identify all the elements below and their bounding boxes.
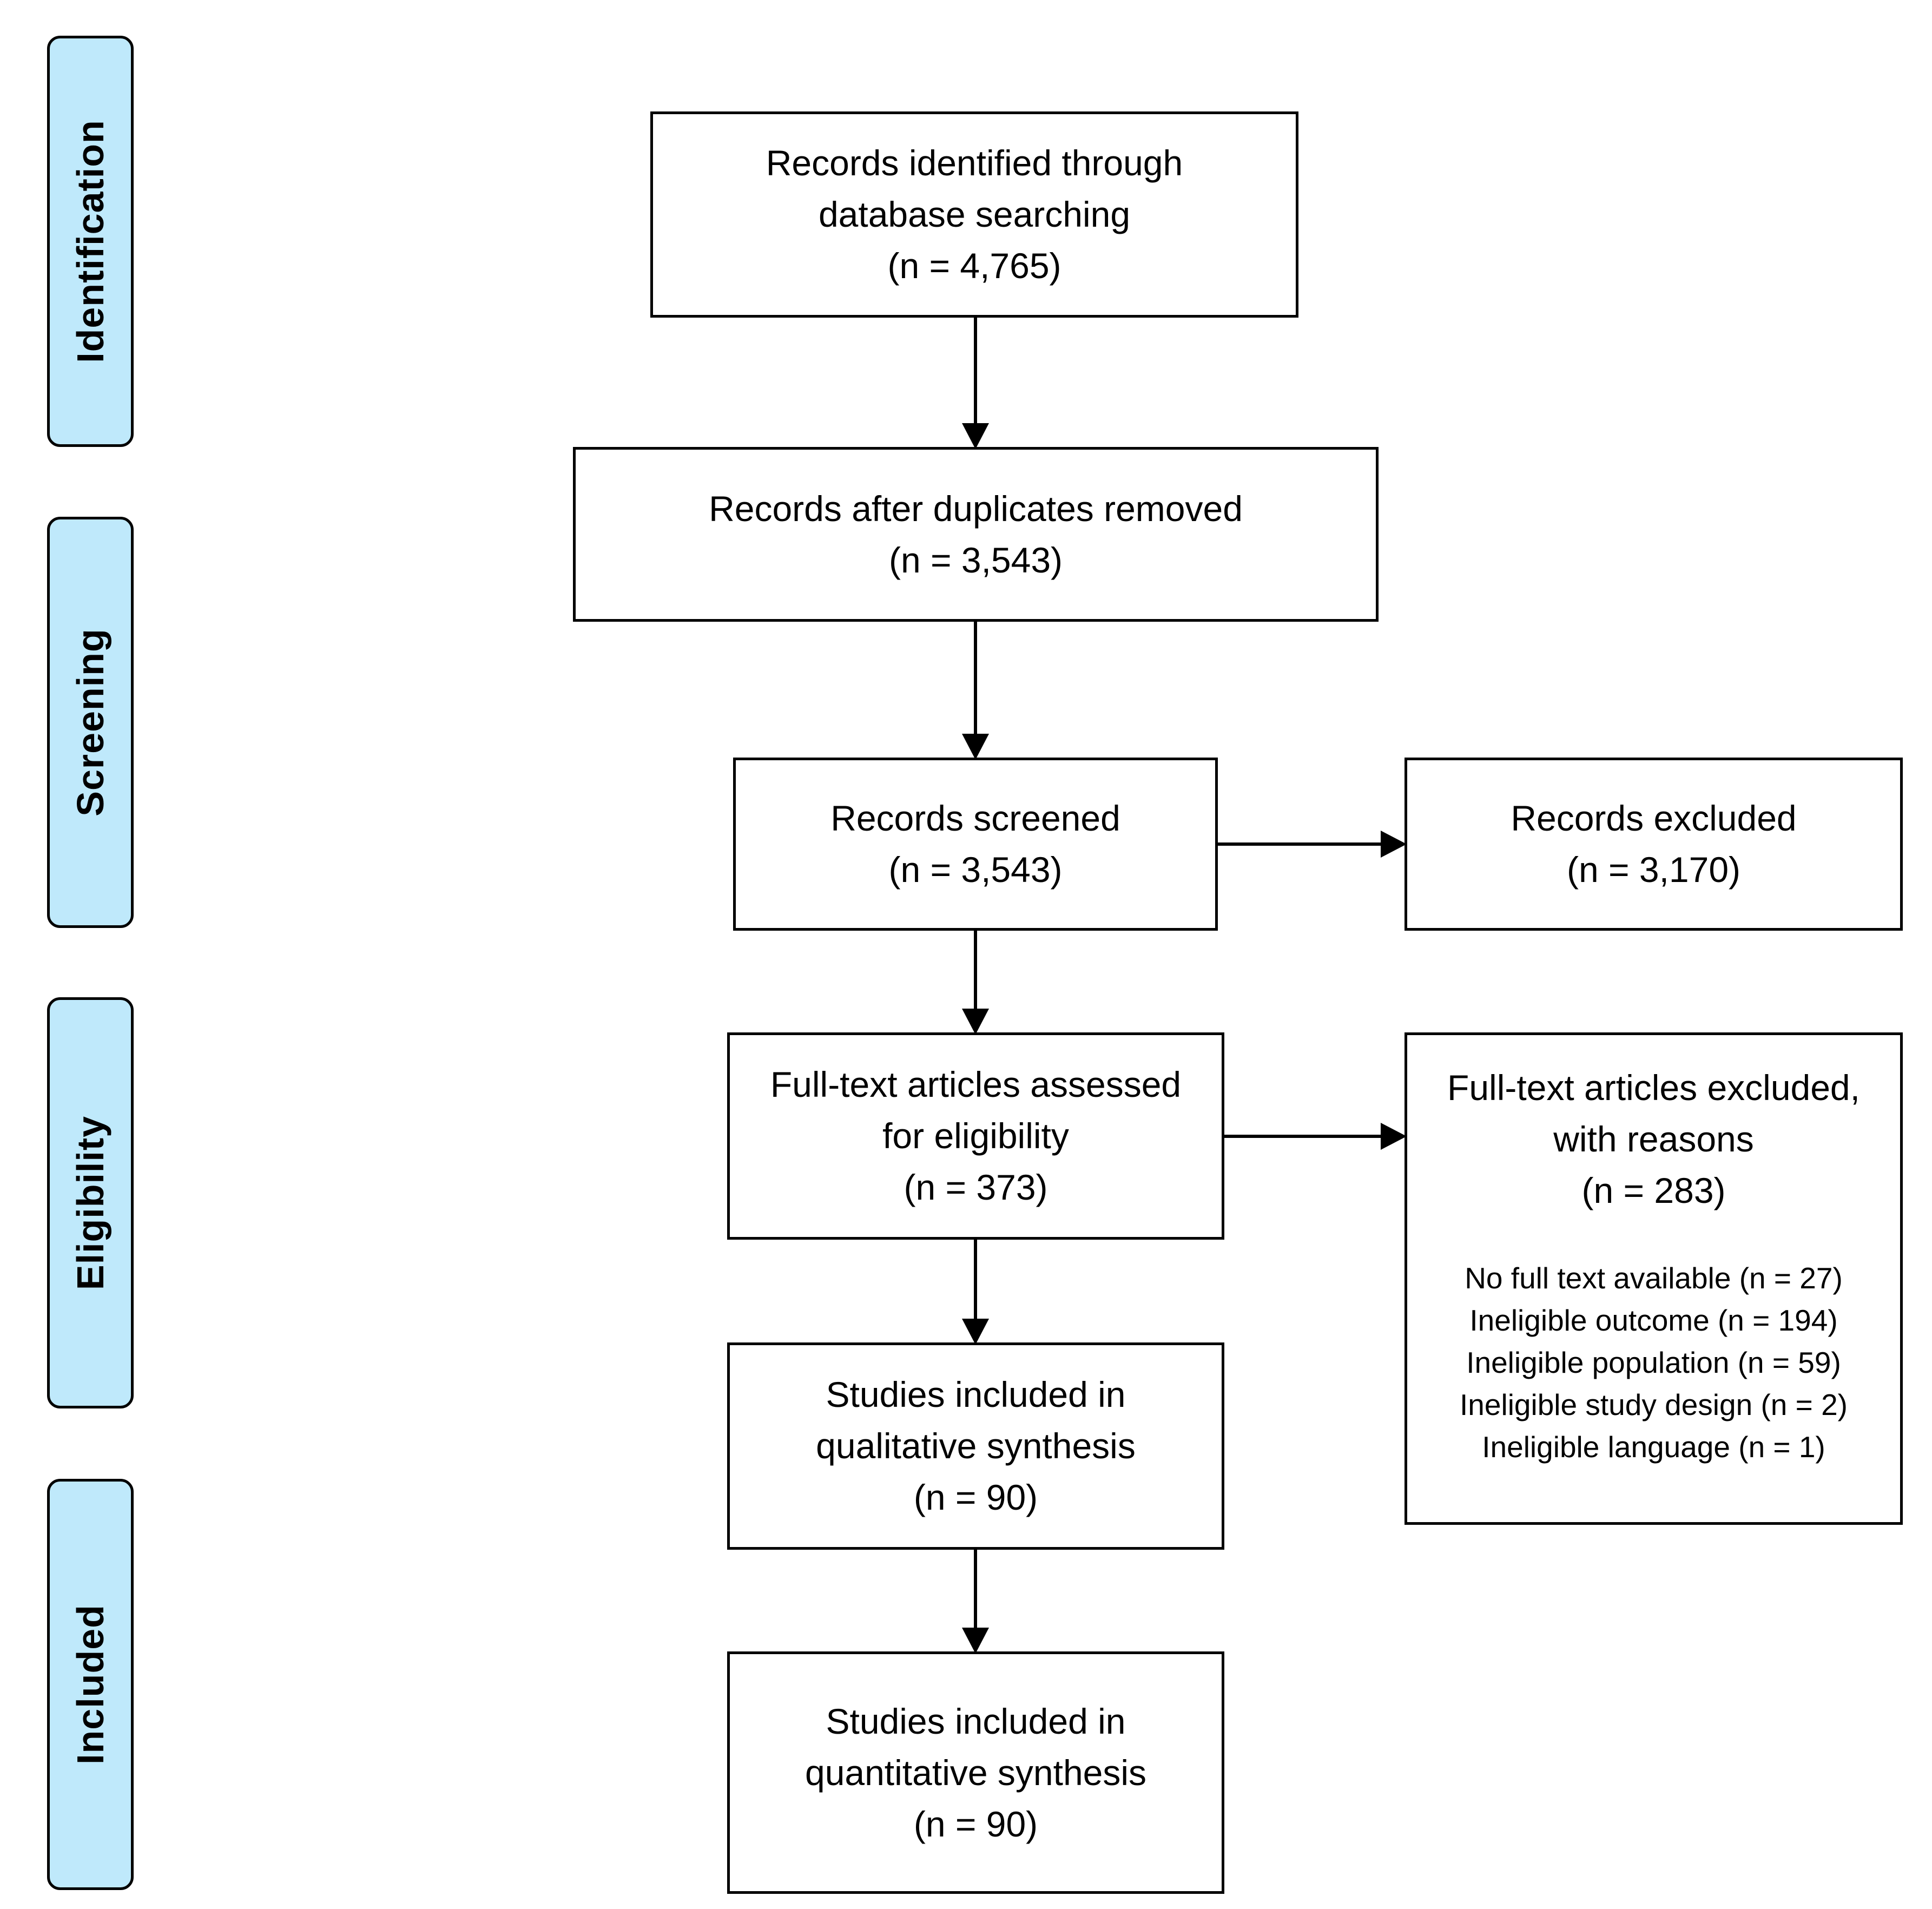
- phase-identification-label: Identification: [47, 36, 134, 447]
- quantitative-synthesis-count: (n = 90): [913, 1803, 1038, 1844]
- exclusion-reason: Ineligible population (n = 59): [1466, 1346, 1841, 1379]
- records-excluded-box: Records excluded (n = 3,170): [1405, 758, 1903, 931]
- arrowhead-dedup-to-screened: [962, 734, 989, 760]
- arrowhead-qualitative-to-quantitative: [962, 1628, 989, 1654]
- arrowhead-identified-to-dedup: [962, 423, 989, 449]
- fulltext-excluded-line-1: Full-text articles excluded,: [1447, 1068, 1860, 1108]
- records-after-duplicates-line-1: Records after duplicates removed: [709, 488, 1243, 529]
- arrowhead-fulltext-to-qualitative: [962, 1319, 989, 1345]
- fulltext-assessed-line-1: Full-text articles assessed: [770, 1064, 1182, 1104]
- records-identified-line-2: database searching: [818, 194, 1131, 234]
- records-identified-count: (n = 4,765): [887, 246, 1061, 286]
- phase-identification-text: Identification: [69, 120, 111, 363]
- arrowhead-screened-to-fulltext: [962, 1009, 989, 1035]
- fulltext-assessed-box: Full-text articles assessed for eligibil…: [727, 1032, 1224, 1240]
- qualitative-synthesis-line-2: qualitative synthesis: [816, 1426, 1136, 1466]
- fulltext-excluded-box: Full-text articles excluded, with reason…: [1405, 1032, 1903, 1525]
- exclusion-reason: Ineligible language (n = 1): [1482, 1430, 1825, 1464]
- fulltext-excluded-line-2: with reasons: [1553, 1119, 1754, 1159]
- quantitative-synthesis-box: Studies included in quantitative synthes…: [727, 1651, 1224, 1894]
- phase-screening-label: Screening: [47, 517, 134, 928]
- records-screened-box: Records screened (n = 3,543): [733, 758, 1218, 931]
- fulltext-assessed-count: (n = 373): [904, 1167, 1048, 1207]
- records-after-duplicates-box: Records after duplicates removed (n = 3,…: [573, 447, 1379, 622]
- exclusion-reason: Ineligible study design (n = 2): [1460, 1388, 1848, 1421]
- qualitative-synthesis-line-1: Studies included in: [826, 1374, 1126, 1414]
- records-screened-line-1: Records screened: [830, 798, 1120, 838]
- fulltext-assessed-line-2: for eligibility: [882, 1116, 1069, 1156]
- qualitative-synthesis-box: Studies included in qualitative synthesi…: [727, 1342, 1224, 1550]
- records-identified-box: Records identified through database sear…: [650, 111, 1298, 318]
- phase-screening-text: Screening: [69, 628, 111, 817]
- phase-included-label: Included: [47, 1479, 134, 1890]
- exclusion-reasons-list: No full text available (n = 27) Ineligib…: [1460, 1257, 1848, 1468]
- records-identified-line-1: Records identified through: [766, 143, 1183, 183]
- phase-included-text: Included: [69, 1604, 111, 1765]
- exclusion-reason: Ineligible outcome (n = 194): [1469, 1304, 1838, 1337]
- arrowhead-fulltext-to-ft-excluded: [1381, 1123, 1407, 1150]
- records-excluded-count: (n = 3,170): [1566, 850, 1741, 890]
- records-excluded-line-1: Records excluded: [1511, 798, 1797, 838]
- arrowhead-screened-to-excluded: [1381, 831, 1407, 858]
- records-after-duplicates-count: (n = 3,543): [888, 539, 1063, 580]
- quantitative-synthesis-line-1: Studies included in: [826, 1701, 1126, 1741]
- fulltext-excluded-count: (n = 283): [1581, 1170, 1726, 1210]
- phase-eligibility-label: Eligibility: [47, 997, 134, 1408]
- qualitative-synthesis-count: (n = 90): [913, 1477, 1038, 1517]
- exclusion-reason: No full text available (n = 27): [1465, 1261, 1843, 1295]
- quantitative-synthesis-line-2: quantitative synthesis: [805, 1752, 1147, 1793]
- records-screened-count: (n = 3,543): [888, 850, 1063, 890]
- phase-eligibility-text: Eligibility: [69, 1115, 111, 1291]
